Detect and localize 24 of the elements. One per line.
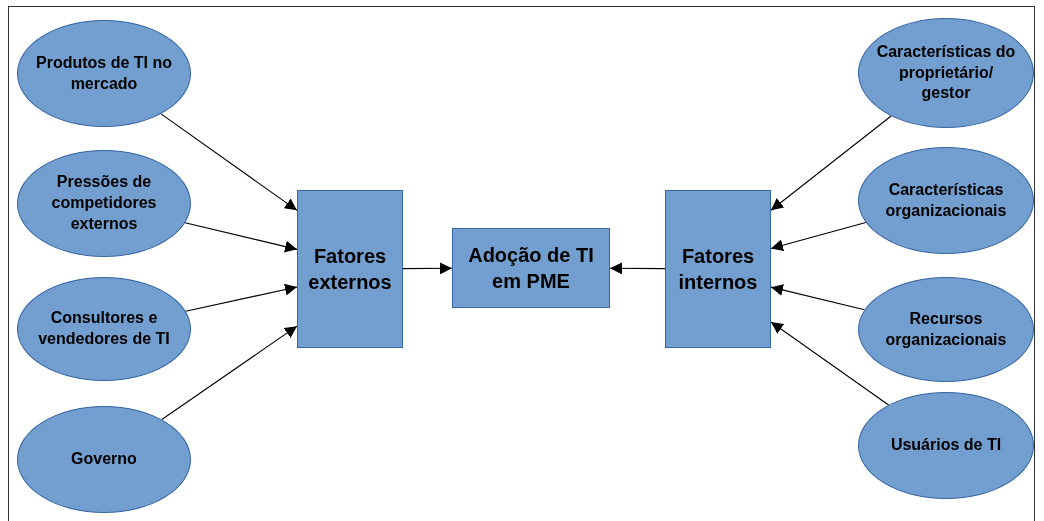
arrow bbox=[185, 283, 298, 312]
process-box bbox=[297, 190, 403, 348]
node-label: Recursos organizacionais bbox=[884, 308, 1008, 350]
node-label: Consultores e vendedores de TI bbox=[37, 308, 171, 349]
arrow bbox=[770, 284, 865, 311]
arrow bbox=[161, 325, 298, 421]
node-label: Pressões de competidores externos bbox=[50, 172, 158, 234]
arrow bbox=[770, 221, 867, 252]
node-label: Fatores internos bbox=[677, 244, 759, 295]
process-box bbox=[452, 228, 610, 308]
node-label: Adoção de TI em PME bbox=[467, 243, 595, 294]
node-label: Fatores externos bbox=[307, 244, 393, 295]
arrow bbox=[770, 115, 892, 211]
arrow bbox=[770, 321, 890, 406]
node-label: Produtos de TI no mercado bbox=[35, 52, 173, 94]
node-label: Características organizacionais bbox=[884, 179, 1008, 221]
node-label: Características do proprietário/ gestor bbox=[875, 41, 1017, 104]
node-label: Usuários de TI bbox=[890, 435, 1002, 456]
arrow bbox=[609, 262, 666, 275]
arrow bbox=[160, 113, 298, 211]
process-box bbox=[665, 190, 771, 348]
node-label: Governo bbox=[71, 449, 137, 470]
arrow bbox=[184, 222, 298, 253]
arrow bbox=[402, 262, 453, 275]
